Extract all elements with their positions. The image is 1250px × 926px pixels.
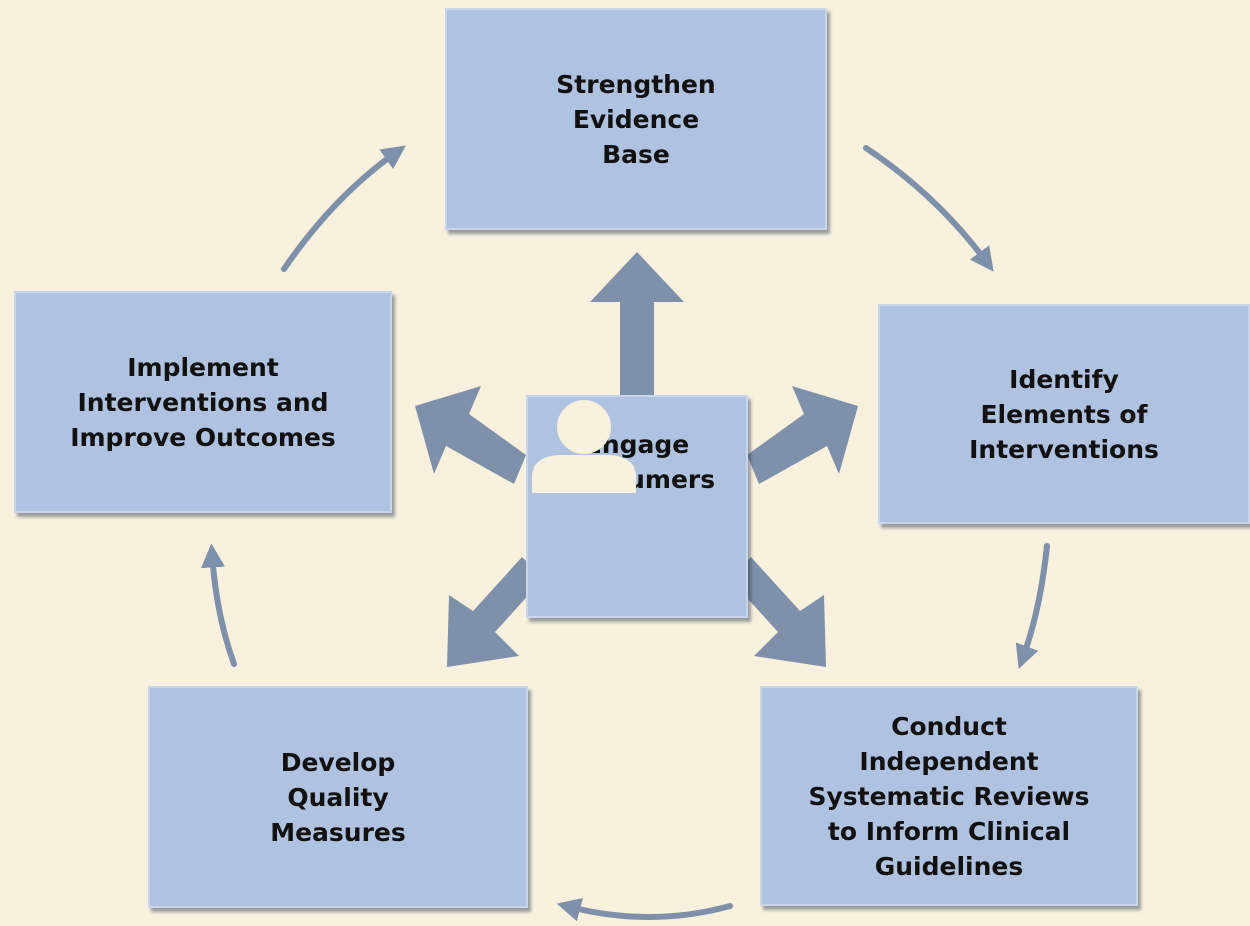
step-conduct-reviews: Conduct Independent Systematic Reviews t… xyxy=(760,686,1138,906)
center-engage-consumers: Engage Consumers xyxy=(526,395,748,618)
center-arrow-upper-right xyxy=(747,386,858,484)
step-label: Identify Elements of Interventions xyxy=(969,364,1159,464)
step-label: Strengthen Evidence Base xyxy=(556,69,716,169)
step-strengthen-evidence-base: Strengthen Evidence Base xyxy=(445,8,827,230)
cycle-arrow-identify-to-conduct xyxy=(1015,543,1050,669)
cycle-arrow-develop-to-implement xyxy=(200,543,237,667)
cycle-arrow-strengthen-to-identify xyxy=(863,145,994,272)
person-icon xyxy=(532,400,636,493)
center-arrow-upper-left xyxy=(415,386,526,484)
step-implement-interventions: Implement Interventions and Improve Outc… xyxy=(14,291,392,513)
cycle-arrow-conduct-to-develop xyxy=(556,898,733,922)
center-arrow-lower-right xyxy=(729,557,826,667)
cycle-arrow-implement-to-strengthen xyxy=(281,145,406,272)
step-develop-quality-measures: Develop Quality Measures xyxy=(148,686,528,908)
step-label: Develop Quality Measures xyxy=(270,747,406,847)
step-label: Conduct Independent Systematic Reviews t… xyxy=(808,711,1090,881)
step-identify-elements: Identify Elements of Interventions xyxy=(878,304,1250,524)
center-arrow-up xyxy=(590,252,684,400)
center-arrow-lower-left xyxy=(447,557,544,667)
step-label: Implement Interventions and Improve Outc… xyxy=(70,352,336,452)
